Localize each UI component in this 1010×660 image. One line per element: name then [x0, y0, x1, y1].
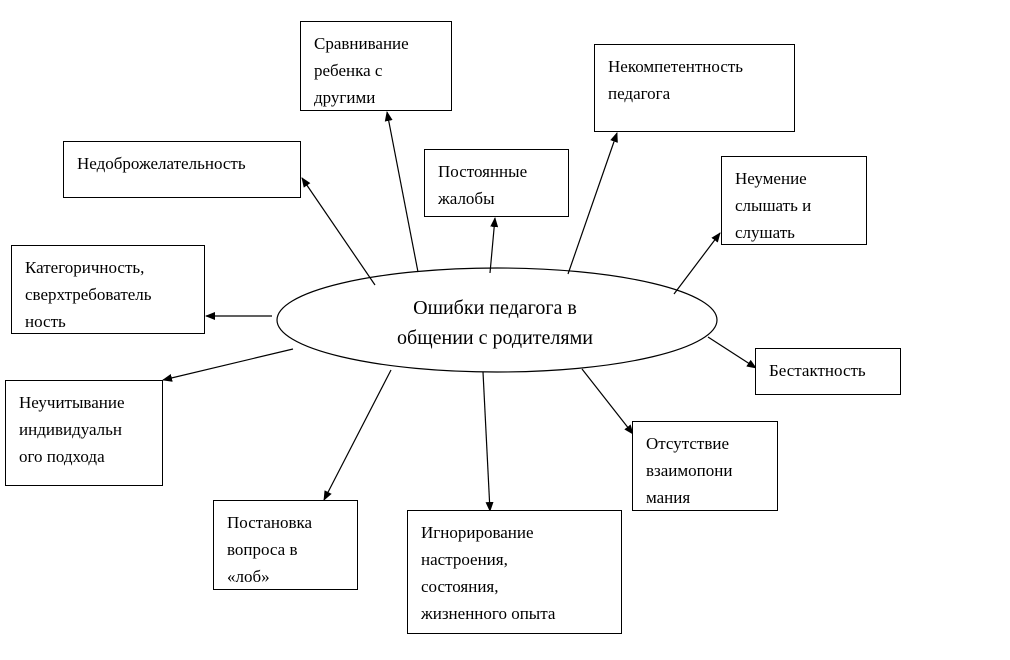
- center-label: Ошибки педагога в общении с родителями: [397, 297, 593, 349]
- node-comparison: Сравнивание ребенка с другими: [300, 21, 452, 111]
- arrow-to-listening: [673, 232, 721, 295]
- arrow-to-complaints: [489, 217, 499, 274]
- arrow-to-individual: [162, 348, 294, 382]
- node-understanding: Отсутствие взаимопони мания: [632, 421, 778, 511]
- arrow-to-tactlessness: [707, 336, 757, 369]
- arrow-to-unfriendliness: [301, 177, 376, 286]
- node-tactlessness: Бестактность: [755, 348, 901, 395]
- arrow-to-understanding: [581, 368, 634, 435]
- arrow-to-comparison: [384, 111, 419, 273]
- node-complaints: Постоянные жалобы: [424, 149, 569, 217]
- node-ignoring: Игнорирование настроения, состояния, жиз…: [407, 510, 622, 634]
- node-unfriendliness: Недоброжелательность: [63, 141, 301, 198]
- arrow-to-blunt: [323, 369, 392, 501]
- node-categorical: Категоричность, сверхтребователь ность: [11, 245, 205, 334]
- node-incompetence: Некомпетентность педагога: [594, 44, 795, 132]
- center-ellipse: [276, 267, 718, 373]
- node-listening: Неумение слышать и слушать: [721, 156, 867, 245]
- arrow-to-ignoring: [482, 371, 494, 512]
- node-individual: Неучитывание индивидуальн ого подхода: [5, 380, 163, 486]
- arrow-to-incompetence: [567, 132, 618, 275]
- node-blunt: Постановка вопроса в «лоб»: [213, 500, 358, 590]
